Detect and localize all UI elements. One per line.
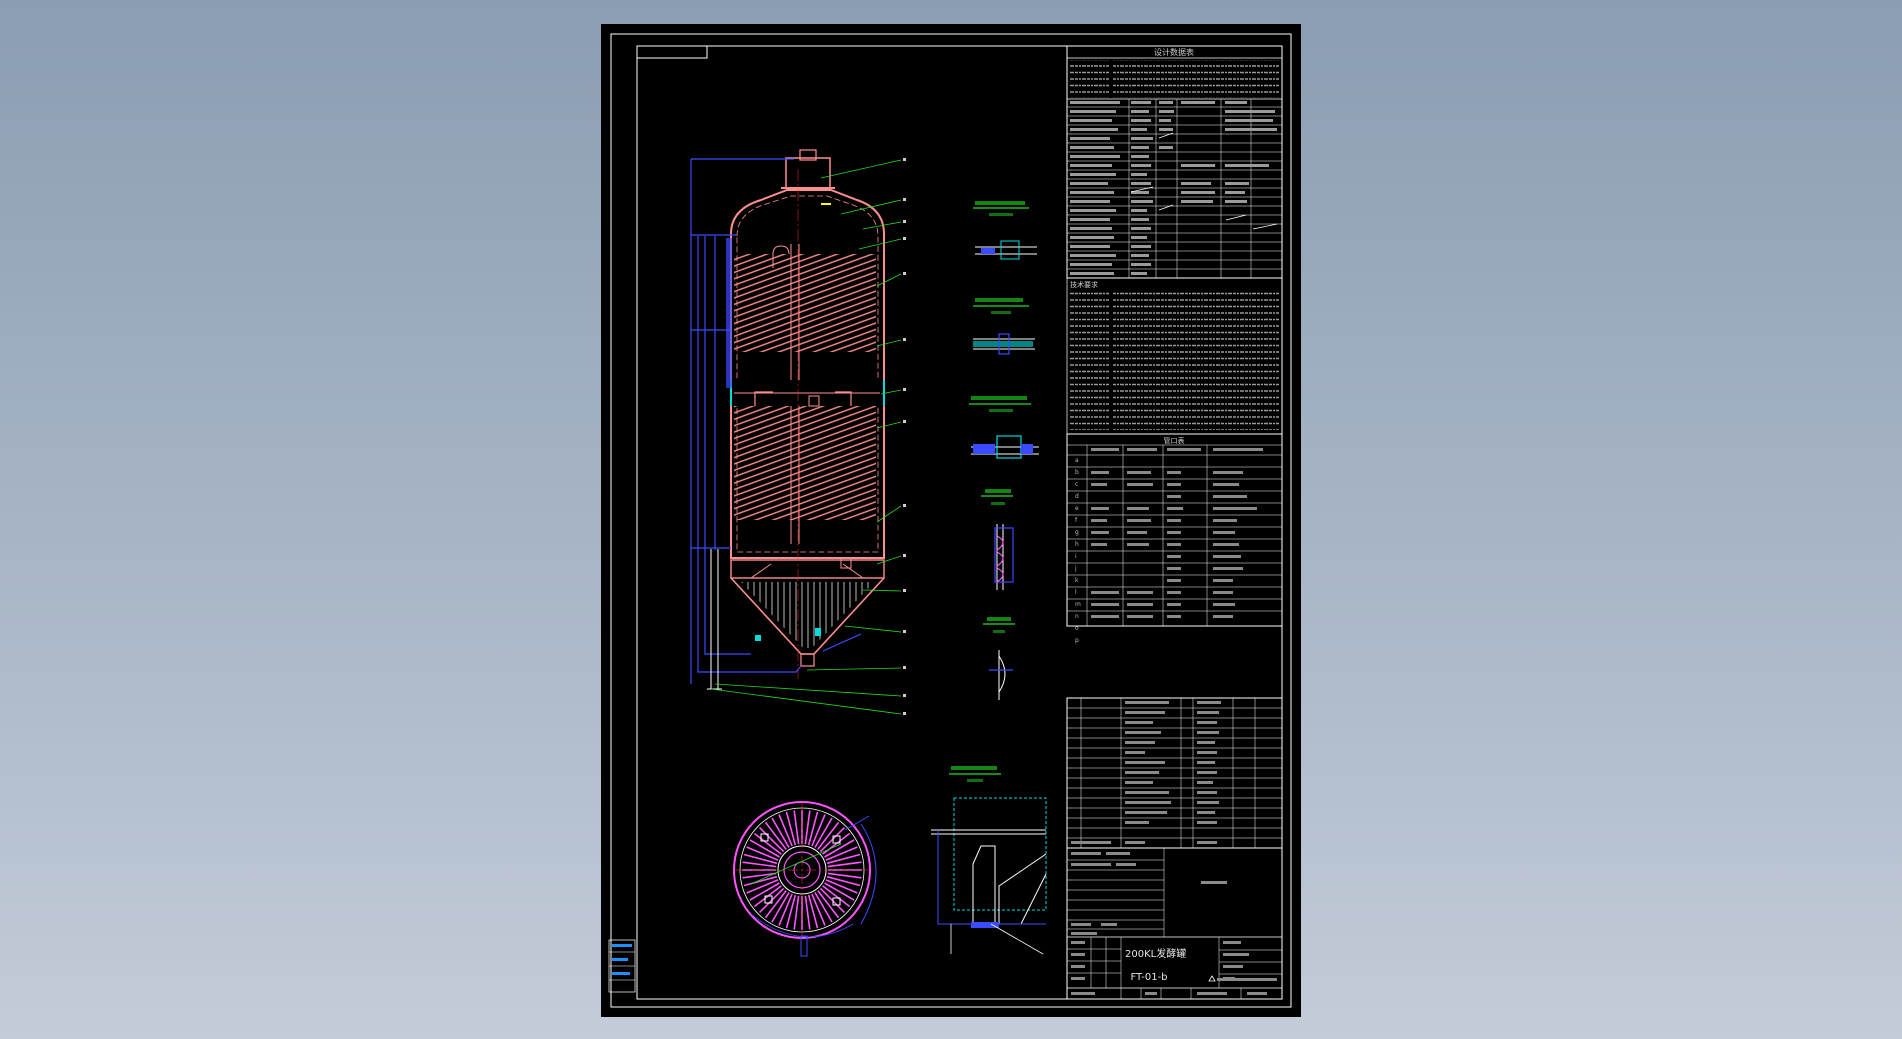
cone-jacket xyxy=(741,582,874,648)
coil-spoke xyxy=(749,839,780,858)
nozzle-row-label: b xyxy=(1075,469,1079,476)
coil-spoke xyxy=(746,879,779,894)
nozzle-row-label: l xyxy=(1075,589,1077,596)
nozzle-row-label: m xyxy=(1075,601,1081,608)
coil-spoke xyxy=(793,810,800,845)
lower-cooling-jacket xyxy=(734,406,876,520)
nozzle-row-label: p xyxy=(1075,637,1079,644)
support-leg-detail xyxy=(931,766,1047,955)
nozzle-row-label: g xyxy=(1075,529,1079,536)
side-stamp xyxy=(608,939,636,993)
coil-spoke xyxy=(764,890,787,919)
coil-spoke xyxy=(814,817,833,848)
tech-heading: 技术要求 xyxy=(1070,280,1098,289)
detail-view-2 xyxy=(973,298,1035,355)
coil-spoke xyxy=(749,882,780,901)
coil-spoke xyxy=(822,885,851,908)
coil-spoke xyxy=(804,895,811,930)
coil-spoke xyxy=(807,894,819,929)
coil-spoke xyxy=(824,882,855,901)
coil-spoke xyxy=(746,846,779,861)
coil-spoke xyxy=(785,811,797,846)
detail-view-5 xyxy=(983,617,1015,700)
outer-border xyxy=(610,33,1292,1008)
coil-spoke xyxy=(759,827,785,853)
drawing-title: 200KL发酵罐 xyxy=(1125,947,1186,960)
coil-spoke xyxy=(824,839,855,858)
coil-spoke xyxy=(822,832,851,855)
coil-spoke xyxy=(742,861,777,868)
vessel-shell xyxy=(730,189,885,559)
design-data-table: 设计数据表 xyxy=(1066,45,1283,279)
revision-triangle-icon xyxy=(1208,975,1216,982)
coil-spoke xyxy=(771,817,790,848)
coil-spoke xyxy=(826,875,861,887)
nozzle-row-label: i xyxy=(1075,553,1077,560)
coil-spoke xyxy=(778,893,793,926)
coil-spoke xyxy=(814,892,833,923)
title-block: 200KL发酵罐 FT-01-b xyxy=(1066,847,1283,1000)
coil-spoke xyxy=(811,893,826,926)
nozzle-row-label: e xyxy=(1075,505,1079,512)
coil-spoke xyxy=(811,814,826,847)
coil-spoke xyxy=(819,887,845,913)
coil-spoke xyxy=(825,846,858,861)
coil-spoke xyxy=(825,879,858,894)
nozzle-row-label: a xyxy=(1075,457,1079,464)
coil-spoke xyxy=(778,814,793,847)
parts-list xyxy=(1066,697,1283,849)
coil-spoke xyxy=(817,890,840,919)
coil-spoke xyxy=(827,872,862,879)
leader-tags xyxy=(903,158,906,715)
coil-spoke xyxy=(771,892,790,923)
coil-spoke xyxy=(743,853,778,865)
drawing-number: FT-01-b xyxy=(1130,972,1167,983)
top-manway xyxy=(785,157,831,189)
section-plan-view xyxy=(733,801,877,957)
nozzle-table-heading: 管口表 xyxy=(1164,436,1185,445)
inner-frame xyxy=(636,45,1283,1000)
corner-box xyxy=(636,45,708,59)
coil-spoke xyxy=(807,811,819,846)
design-table-heading: 设计数据表 xyxy=(1154,47,1194,57)
coil-spoke xyxy=(785,894,797,929)
nozzle-row-label: d xyxy=(1075,493,1079,500)
coil-spoke xyxy=(817,821,840,850)
nozzle-row-label: n xyxy=(1075,613,1079,620)
coil-spoke xyxy=(753,832,782,855)
coil-spoke xyxy=(743,875,778,887)
coil-spoke xyxy=(827,861,862,868)
nozzle-row-label: h xyxy=(1075,541,1079,548)
detail-view-1 xyxy=(973,201,1037,260)
leader-lines xyxy=(710,159,902,715)
coil-spoke xyxy=(804,810,811,845)
drawing-sheet: 设计数据表 xyxy=(601,24,1301,1017)
drawing-canvas: 设计数据表 xyxy=(608,33,1292,1008)
nozzle-row-label: j xyxy=(1074,565,1077,572)
nozzle-row-label: o xyxy=(1075,625,1079,632)
coil-spoke xyxy=(819,827,845,853)
nozzle-row-label: k xyxy=(1075,577,1079,584)
technical-requirements: 技术要求 xyxy=(1066,277,1283,435)
upper-cooling-jacket xyxy=(734,254,876,352)
coil-spoke xyxy=(742,872,777,879)
nozzle-row-label: c xyxy=(1075,481,1078,488)
nozzle-row-label: f xyxy=(1075,517,1078,524)
coil-spoke xyxy=(793,895,800,930)
detail-view-4 xyxy=(981,489,1014,590)
vessel-elevation xyxy=(690,149,885,690)
coil-spoke xyxy=(826,853,861,865)
detail-view-3 xyxy=(969,396,1039,459)
coil-spoke xyxy=(764,821,787,850)
